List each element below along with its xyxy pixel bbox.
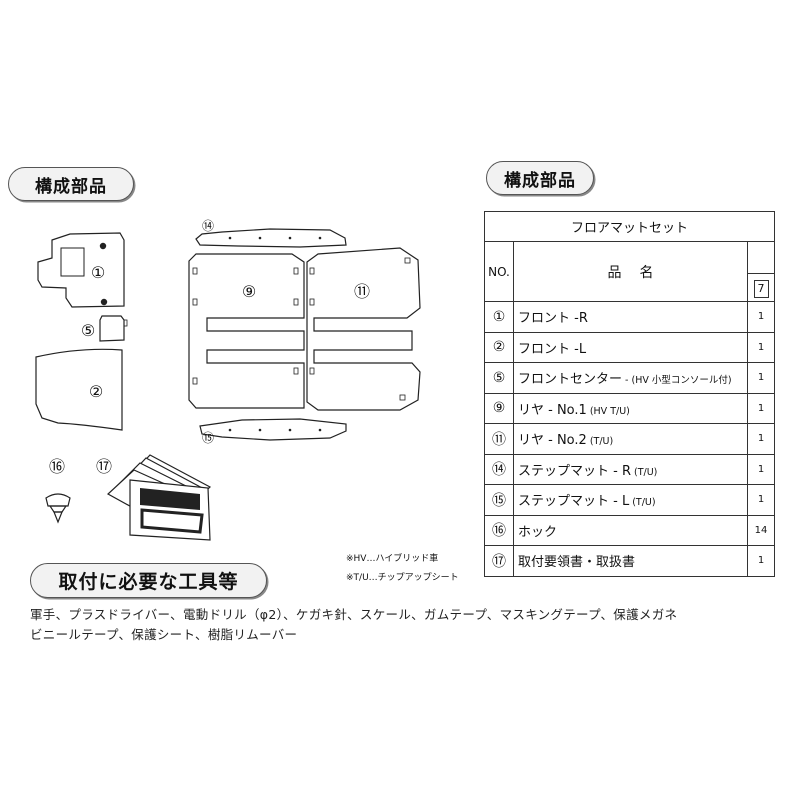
row-name: フロント -R xyxy=(513,301,748,333)
mat-front-center xyxy=(99,315,125,342)
floor-mat-diagram: ① ② ⑤ ⑨ ⑪ ⑭ ⑮ ⑯ ⑰ xyxy=(35,219,421,541)
row-name-note: (T/U) xyxy=(586,436,614,448)
row-name-note: (T/U) xyxy=(631,466,658,478)
row-name: フロント -L xyxy=(513,331,748,363)
mat-rear-1 xyxy=(188,253,305,409)
mat-step-l xyxy=(199,418,347,441)
tools-heading: 取付に必要な工具等 xyxy=(30,563,267,598)
mat-front-l xyxy=(35,348,123,431)
row-name: フロントセンター - (HV 小型コンソール付) xyxy=(513,362,748,394)
row-name: 取付要領書・取扱書 xyxy=(513,545,748,577)
note-tu: ※T/U…チップアップシート xyxy=(346,573,459,583)
row-name-text: ステップマット - L xyxy=(518,494,630,510)
tools-list-line-1: 軍手、プラスドライバー、電動ドリル（φ2）、ケガキ針、スケール、ガムテープ、マス… xyxy=(30,607,678,622)
qty-header-blank xyxy=(747,241,775,274)
row-name: リヤ - No.1 (HV T/U) xyxy=(513,392,748,424)
mat-front-r xyxy=(37,232,125,308)
parts-heading-left: 構成部品 xyxy=(8,167,134,201)
hook-clip xyxy=(45,493,71,524)
row-no: ⑨ xyxy=(484,392,514,424)
label-17: ⑰ xyxy=(96,457,112,476)
row-name-text: フロントセンター xyxy=(518,372,623,388)
note-hv: ※HV…ハイブリッド車 xyxy=(346,554,439,564)
row-no: ⑰ xyxy=(484,545,514,577)
row-qty: 1 xyxy=(747,453,775,485)
row-name-text: 取付要領書・取扱書 xyxy=(518,555,636,571)
row-name-text: フロント -L xyxy=(518,341,587,357)
label-9: ⑨ xyxy=(242,282,256,301)
row-qty: 1 xyxy=(747,545,775,577)
row-name-text: ステップマット - R xyxy=(518,463,631,479)
row-no: ⑪ xyxy=(484,423,514,455)
col-no-header: NO. xyxy=(484,241,514,302)
row-no: ⑤ xyxy=(484,362,514,394)
label-14: ⑭ xyxy=(202,219,214,233)
row-name-note: (HV T/U) xyxy=(586,405,630,417)
row-name-text: ホック xyxy=(518,524,558,540)
row-name: ホック xyxy=(513,514,748,546)
label-11: ⑪ xyxy=(354,282,370,301)
row-qty: 14 xyxy=(747,514,775,546)
row-qty: 1 xyxy=(747,484,775,516)
row-name: リヤ - No.2 (T/U) xyxy=(513,423,748,455)
row-qty: 1 xyxy=(747,392,775,424)
label-2: ② xyxy=(89,382,103,401)
set-title: フロアマットセット xyxy=(484,211,775,242)
col-name-header: 品名 xyxy=(513,241,748,302)
instruction-sheets xyxy=(106,454,212,541)
mat-step-r xyxy=(195,228,347,248)
row-qty: 1 xyxy=(747,301,775,333)
row-name-note: (T/U) xyxy=(629,497,656,509)
row-no: ⑯ xyxy=(484,514,514,546)
label-15: ⑮ xyxy=(202,431,214,445)
label-5: ⑤ xyxy=(81,321,95,340)
row-qty: 1 xyxy=(747,362,775,394)
tools-list-line-2: ビニールテープ、保護シート、樹脂リムーバー xyxy=(30,627,298,642)
row-qty: 1 xyxy=(747,331,775,363)
row-no: ① xyxy=(484,301,514,333)
row-no: ② xyxy=(484,331,514,363)
row-qty: 1 xyxy=(747,423,775,455)
label-16: ⑯ xyxy=(49,457,65,476)
qty-header: 7 xyxy=(747,273,775,302)
label-1: ① xyxy=(91,263,105,282)
row-name-text: フロント -R xyxy=(518,311,588,327)
row-name-text: リヤ - No.2 xyxy=(518,433,587,449)
row-name-text: リヤ - No.1 xyxy=(518,402,587,418)
mat-rear-2 xyxy=(306,247,421,411)
row-no: ⑭ xyxy=(484,453,514,485)
row-name: ステップマット - R (T/U) xyxy=(513,453,748,485)
row-no: ⑮ xyxy=(484,484,514,516)
row-name: ステップマット - L (T/U) xyxy=(513,484,748,516)
row-name-note: - (HV 小型コンソール付) xyxy=(622,375,732,387)
parts-heading-right: 構成部品 xyxy=(486,161,594,195)
